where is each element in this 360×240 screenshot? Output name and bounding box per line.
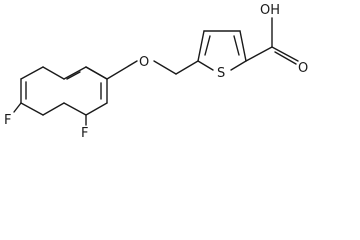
benzene-bond [63,66,87,80]
thiophene-bond [197,30,205,62]
c-o-double-bond [274,51,297,65]
thiophene-double-bond [233,35,240,56]
ether-o-label: O [139,55,149,70]
benzene-bond [20,102,44,116]
ch2-thiophene-bond [175,60,199,75]
thiophene-ring [197,30,247,71]
fluorine-ortho-label: F [81,126,88,140]
thiophene-bond [197,60,214,71]
benzene-bond [85,102,108,116]
ring-carbonyl-bond [245,46,273,62]
thiophene-bond [230,60,247,71]
c-o-double-bond [271,46,299,62]
phenyl-hexagon [85,66,108,80]
ether-linker [106,60,199,80]
thiophene-double-bond [204,35,211,56]
phenyl-bond [85,66,108,80]
carboxyl-oh-label: OH [260,3,280,18]
benzene-bond [63,102,87,116]
fluorine-bonds [13,102,87,126]
thiophene-s-label: S [217,66,225,81]
benzene-bond [42,66,65,80]
benzene-double-bond [66,71,81,80]
benzene-ring [20,66,108,116]
o-ch2-bond [153,60,177,75]
c-f-bond [13,102,22,113]
fluorine-para-label: F [4,113,11,128]
chemical-structure-diagram: OH O S O F F [4,3,308,140]
thiophene-bond [239,30,247,62]
benzene-bond [42,102,65,116]
carboxylic-acid [245,17,299,65]
benzene-bond [20,66,44,80]
aryl-o-bond [106,60,138,80]
carboxyl-o-label: O [298,61,308,76]
